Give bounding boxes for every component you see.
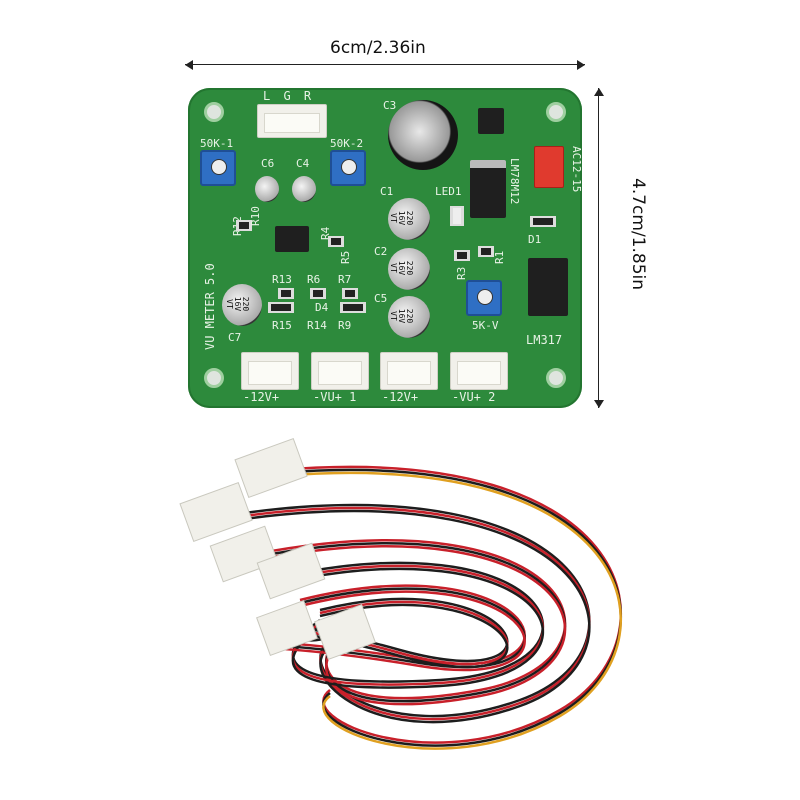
width-dimension-label: 6cm/2.36in xyxy=(330,38,426,58)
pot3-label: 5K-V xyxy=(472,319,499,332)
r14-label: R14 xyxy=(307,319,327,332)
resistor xyxy=(236,220,252,231)
wire xyxy=(279,465,622,744)
connector-12v-2 xyxy=(380,352,438,390)
c5-label: C5 xyxy=(374,292,388,305)
mounting-hole xyxy=(204,368,224,388)
height-dimension-line xyxy=(598,88,599,408)
out4-label: -VU+ 2 xyxy=(452,390,496,404)
out3-label: -12V+ xyxy=(382,390,419,404)
capacitor-c2 xyxy=(388,248,430,290)
resistor xyxy=(310,288,326,299)
r13-label: R13 xyxy=(272,273,292,286)
c7-label: C7 xyxy=(228,331,242,344)
capacitor-c3 xyxy=(388,100,458,170)
connector-vu-2 xyxy=(450,352,508,390)
diode xyxy=(268,302,294,313)
cable-connector xyxy=(256,600,318,656)
d4-label: D4 xyxy=(315,301,329,314)
bridge-rectifier xyxy=(478,108,504,134)
mounting-hole xyxy=(546,102,566,122)
capacitor-c4 xyxy=(292,176,316,202)
lm317-regulator xyxy=(528,258,568,316)
cable-connector xyxy=(234,437,308,499)
arrow-left-icon xyxy=(185,60,193,70)
r15-label: R15 xyxy=(272,319,292,332)
resistor xyxy=(342,288,358,299)
capacitor-c5 xyxy=(388,296,430,338)
potentiometer-50k-1 xyxy=(200,150,236,186)
width-dimension-line xyxy=(185,64,585,65)
diode-d1 xyxy=(530,216,556,227)
power-input-connector xyxy=(534,146,564,188)
wire xyxy=(229,509,591,724)
input-header-label: L G R xyxy=(263,89,315,103)
cable-connector xyxy=(314,604,376,660)
resistor xyxy=(478,246,494,257)
r7-label: R7 xyxy=(338,273,352,286)
wire xyxy=(289,567,544,689)
capacitor-c7 xyxy=(222,284,262,326)
resistor xyxy=(278,288,294,299)
wire xyxy=(249,539,567,700)
r6-label: R6 xyxy=(307,273,321,286)
potentiometer-5k-v xyxy=(466,280,502,316)
arrow-down-icon xyxy=(594,400,604,408)
led xyxy=(450,206,464,226)
out1-label: -12V+ xyxy=(243,390,280,404)
wire xyxy=(279,471,622,750)
input-connector xyxy=(257,104,327,138)
c1-label: C1 xyxy=(380,185,394,198)
c4-label: C4 xyxy=(296,157,310,170)
resistor xyxy=(454,250,470,261)
ic-chip xyxy=(275,226,309,252)
d1-label: D1 xyxy=(528,233,542,246)
potentiometer-50k-2 xyxy=(330,150,366,186)
wire xyxy=(279,468,622,747)
pot1-label: 50K-1 xyxy=(200,137,234,150)
mounting-hole xyxy=(546,368,566,388)
arrow-right-icon xyxy=(577,60,585,70)
cable-connector xyxy=(179,481,253,543)
lm78m12-regulator xyxy=(470,160,506,218)
capacitor-c6 xyxy=(255,176,279,202)
c3-label: C3 xyxy=(383,99,397,112)
connector-vu-1 xyxy=(311,352,369,390)
pot2-label: 50K-2 xyxy=(330,137,364,150)
cable-connector xyxy=(256,542,326,600)
capacitor-c1 xyxy=(388,198,430,240)
connector-12v-1 xyxy=(241,352,299,390)
arrow-up-icon xyxy=(594,88,604,96)
led1-label: LED1 xyxy=(435,185,462,198)
mounting-hole xyxy=(204,102,224,122)
diode xyxy=(340,302,366,313)
c2-label: C2 xyxy=(374,245,388,258)
c6-label: C6 xyxy=(261,157,275,170)
resistor xyxy=(328,236,344,247)
out2-label: -VU+ 1 xyxy=(313,390,357,404)
r9-label: R9 xyxy=(338,319,352,332)
regulator2-label: LM317 xyxy=(526,333,563,347)
